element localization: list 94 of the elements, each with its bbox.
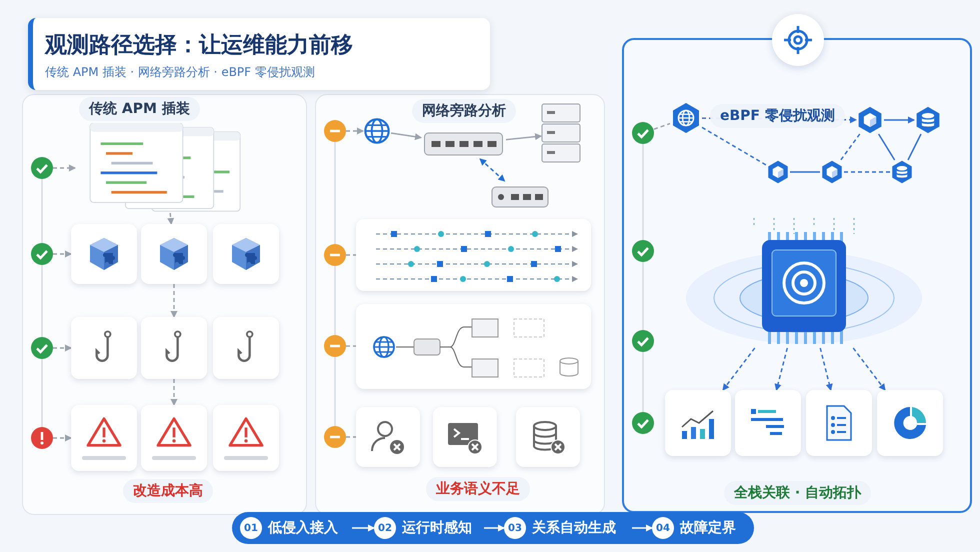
arrow — [852, 348, 886, 391]
connector-line — [334, 357, 336, 426]
connector-line — [334, 142, 336, 244]
arrow — [506, 133, 542, 140]
arrow — [702, 116, 857, 124]
connector-line — [844, 171, 890, 173]
arrow — [774, 348, 788, 391]
connector-line — [840, 134, 860, 160]
icon-card — [213, 405, 279, 471]
icon-card — [141, 224, 207, 284]
cube-hexagon-icon — [766, 160, 790, 184]
minus-icon — [324, 120, 346, 142]
check-icon — [31, 243, 53, 265]
icon-card — [735, 390, 801, 456]
check-icon — [632, 412, 654, 434]
connector-line — [346, 254, 356, 256]
connector-line — [41, 265, 43, 337]
step-label: 低侵入接入 — [268, 519, 338, 537]
category-panel — [315, 94, 605, 515]
arrow — [53, 344, 72, 352]
check-icon — [632, 122, 654, 144]
subtitle: 传统 APM 插装 · 网络旁路分析 · eBPF 零侵扰观测 — [45, 64, 315, 81]
icon-card — [141, 317, 207, 379]
cube-hexagon-icon — [820, 160, 844, 184]
arrow — [53, 250, 72, 258]
arrow — [484, 524, 505, 532]
arrow — [722, 348, 756, 391]
arrow — [479, 158, 506, 182]
connector-line — [654, 122, 670, 130]
connector-line — [878, 134, 896, 160]
icon-card — [71, 317, 137, 379]
step-number: 01 — [240, 517, 262, 539]
step-number: 02 — [374, 517, 396, 539]
category-panel — [22, 94, 307, 515]
arrow — [352, 524, 375, 532]
connector-line — [346, 436, 356, 438]
connector-line — [642, 352, 644, 412]
arrow — [53, 434, 72, 442]
icon-card — [806, 390, 872, 456]
arrow — [170, 284, 178, 318]
icon-card — [71, 405, 137, 471]
step-number: 04 — [652, 517, 674, 539]
arrow — [820, 348, 833, 391]
icon-card — [665, 390, 731, 456]
icon-card — [516, 407, 580, 467]
warning-pill: 业务语义不足 — [426, 477, 530, 501]
connector-line — [702, 126, 766, 166]
title: 观测路径选择：让运维能力前移 — [45, 32, 353, 60]
minus-icon — [324, 335, 346, 357]
connector-line — [642, 262, 644, 330]
icon-card — [877, 390, 943, 456]
arrow — [884, 116, 915, 124]
heading-pill: 传统 APM 插装 — [79, 97, 200, 121]
check-icon — [31, 157, 53, 179]
arrow — [632, 524, 653, 532]
connector-line — [41, 359, 43, 427]
database-hexagon-icon — [890, 160, 914, 184]
icon-card — [71, 224, 137, 284]
check-icon — [632, 240, 654, 262]
connector-line — [41, 179, 43, 243]
server-rack-icon — [541, 103, 581, 165]
arrow — [53, 164, 76, 172]
arrow — [390, 132, 422, 140]
step-number: 03 — [504, 517, 526, 539]
icon-card — [356, 407, 420, 467]
step-label: 运行时感知 — [402, 519, 472, 537]
connector-line — [790, 171, 820, 173]
connector-line — [346, 345, 356, 347]
connector-line — [907, 134, 922, 160]
summary-pill: 全栈关联 · 自动拓扑 — [724, 481, 872, 505]
connector-line — [334, 266, 336, 335]
heading-pill: 网络旁路分析 — [412, 99, 516, 123]
arrow — [346, 128, 364, 134]
icon-card — [433, 407, 497, 467]
heading-pill: eBPF 零侵扰观测 — [710, 104, 845, 128]
check-icon — [632, 330, 654, 352]
warning-pill: 改造成本高 — [123, 479, 213, 503]
icon-card — [213, 317, 279, 379]
step-label: 关系自动生成 — [532, 519, 616, 537]
step-label: 故障定界 — [680, 519, 736, 537]
icon-card — [213, 224, 279, 284]
connector-line — [642, 144, 644, 240]
arrow — [170, 379, 178, 406]
globe-hexagon-icon — [670, 102, 702, 134]
process-steps-bar — [232, 512, 754, 544]
cube-hexagon-icon — [856, 106, 884, 134]
minus-icon — [324, 244, 346, 266]
database-hexagon-icon — [914, 106, 942, 134]
minus-icon — [324, 426, 346, 448]
error-icon — [31, 427, 53, 449]
check-icon — [31, 337, 53, 359]
icon-card — [141, 405, 207, 471]
arrow — [167, 212, 174, 225]
globe-icon — [363, 117, 391, 145]
